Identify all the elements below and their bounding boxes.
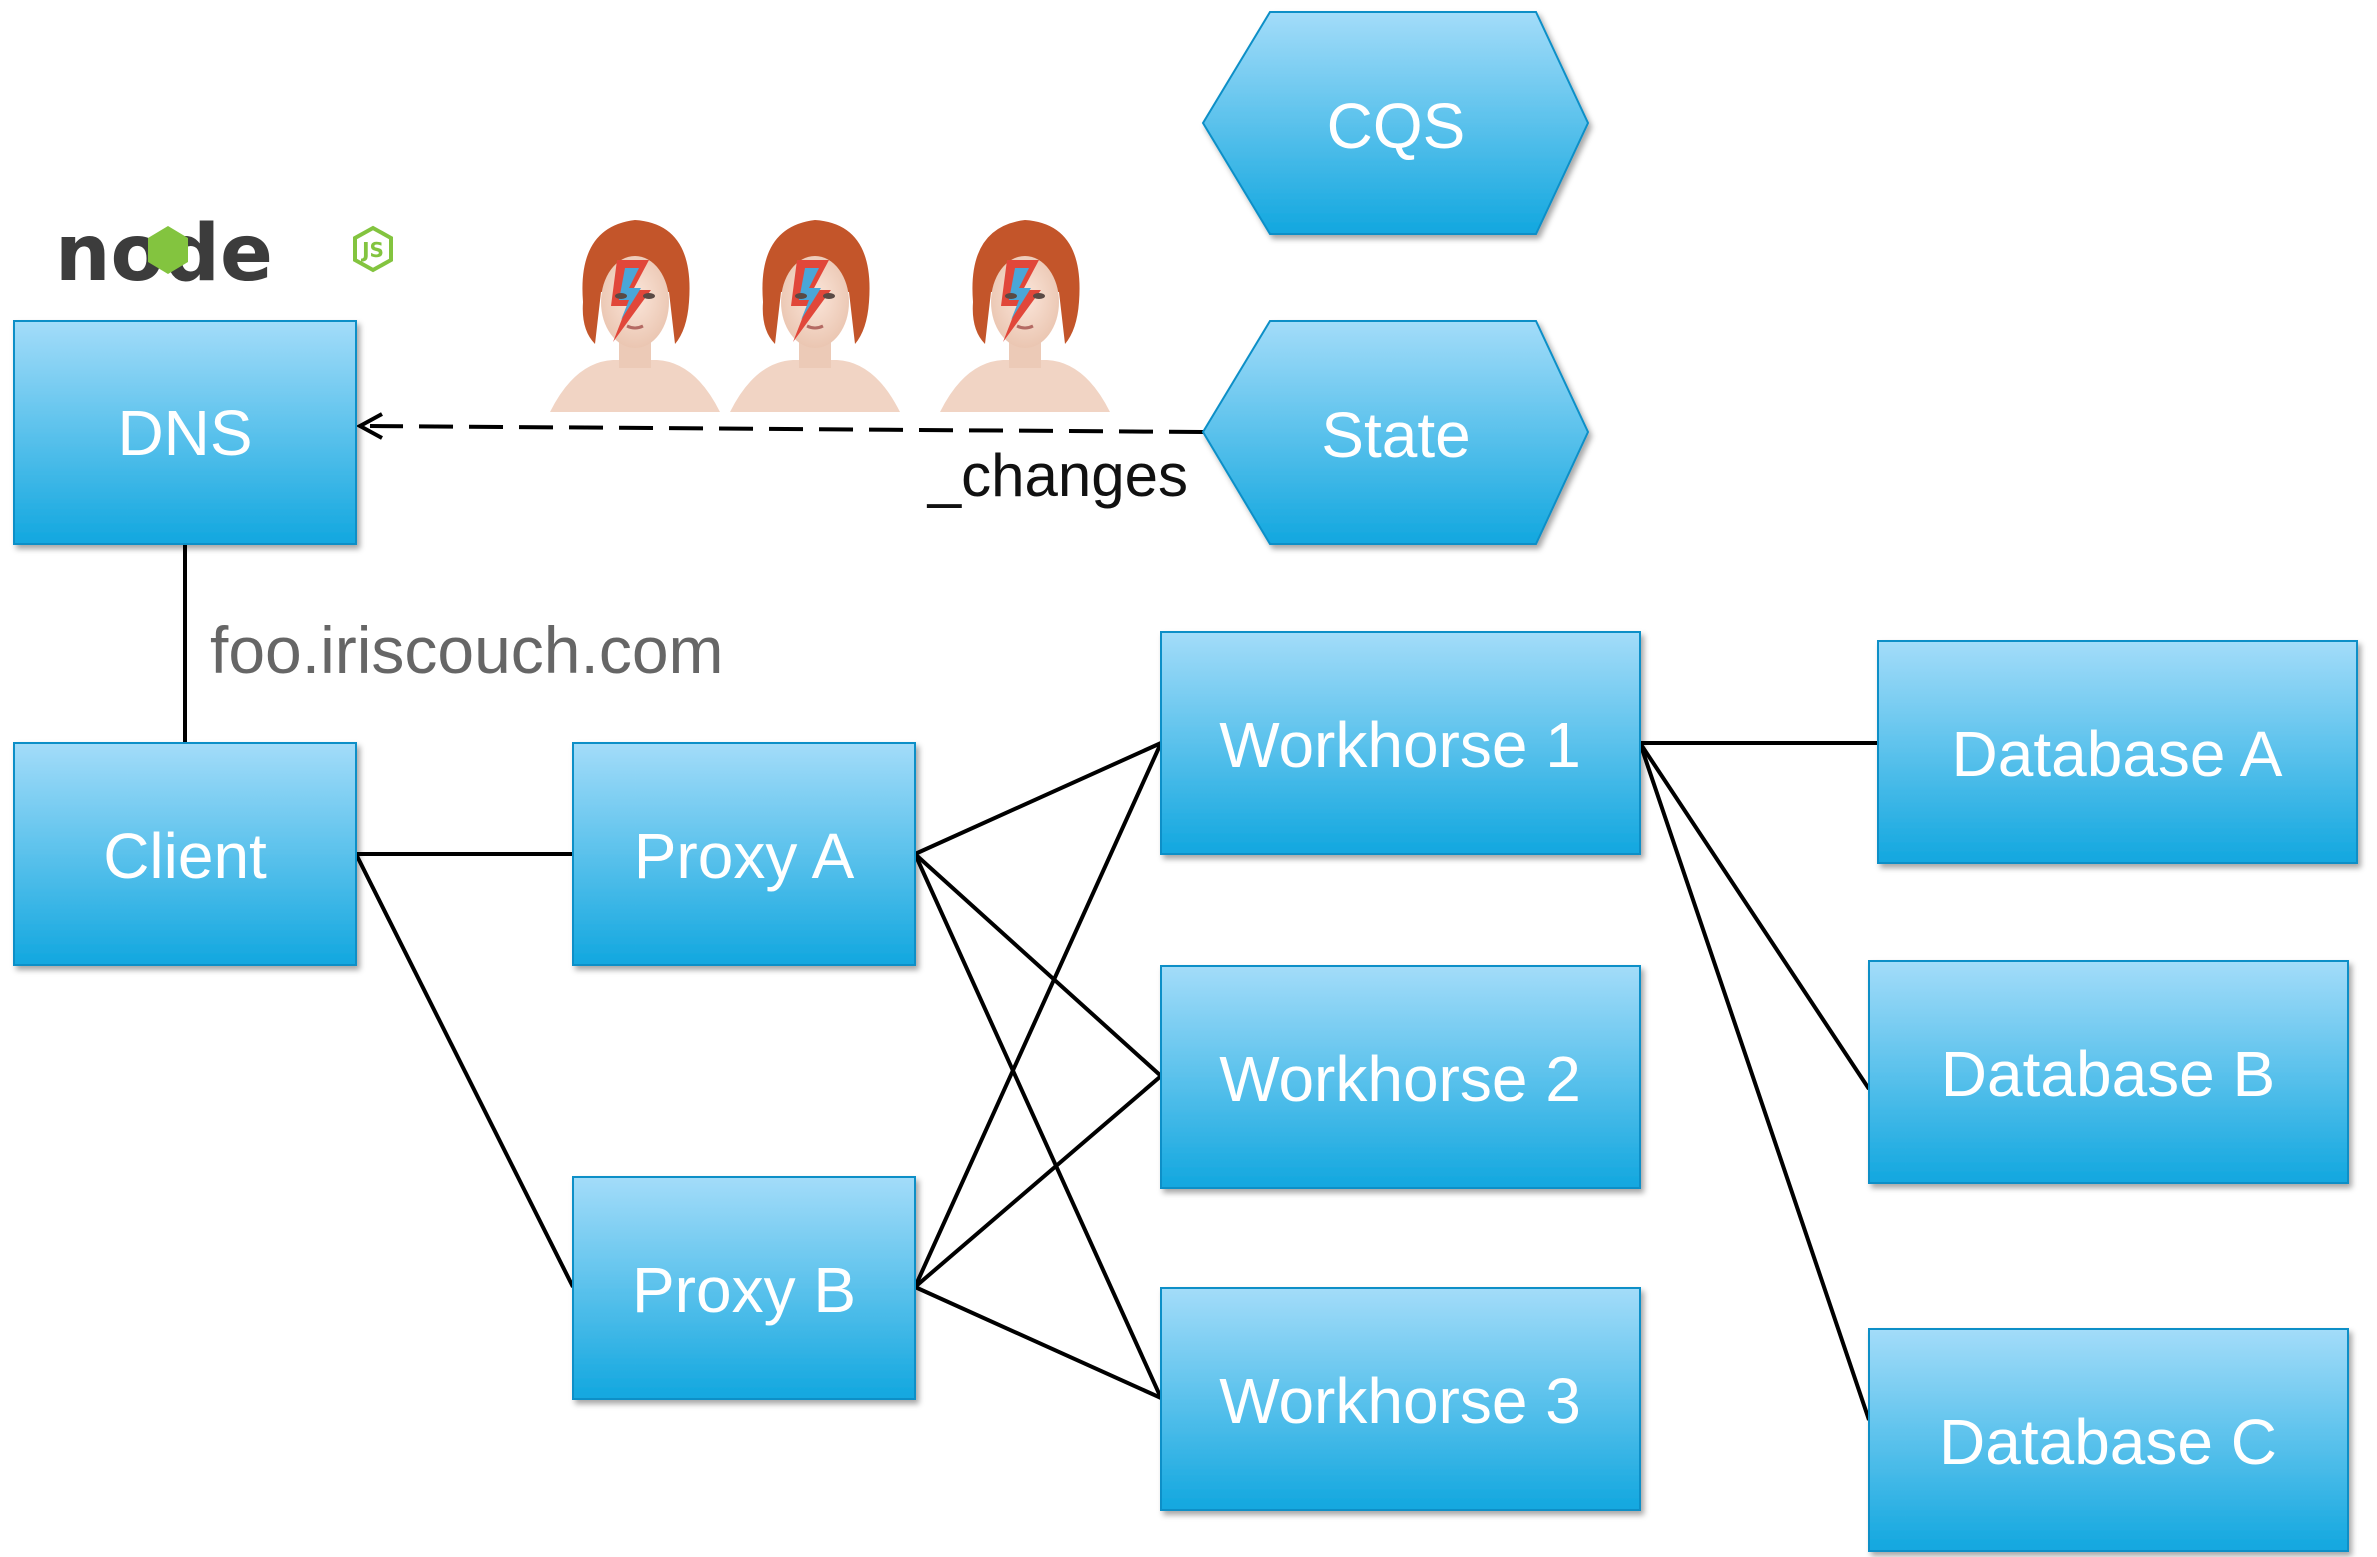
edge-proxy-b-workhorse-1 [913, 742, 1163, 1288]
node-proxy-b: Proxy B [572, 1176, 916, 1400]
portrait-icon [938, 218, 1112, 414]
node-cqs-label: CQS [1327, 90, 1466, 162]
node-proxy-a-label: Proxy A [634, 820, 855, 892]
portrait-icon [548, 218, 722, 414]
edge-label-dns-client: foo.iriscouch.com [210, 613, 724, 687]
node-state: State [1201, 320, 1590, 545]
edge-workhorse-1-database-b [1638, 741, 1871, 1091]
node-proxy-a: Proxy A [572, 742, 916, 966]
edge-state-dns [355, 412, 1204, 440]
edge-proxy-b-workhorse-2 [913, 1074, 1163, 1289]
node-dns: DNS [13, 320, 357, 545]
node-workhorse-1-label: Workhorse 1 [1219, 709, 1581, 781]
node-database-a: Database A [1877, 640, 2358, 864]
node-client-label: Client [103, 820, 267, 892]
edge-proxy-a-workhorse-3 [913, 853, 1163, 1399]
node-database-c-label: Database C [1939, 1406, 2277, 1478]
nodejs-hex-icon [148, 226, 188, 274]
edge-proxy-a-workhorse-2 [913, 852, 1163, 1078]
node-workhorse-3: Workhorse 3 [1160, 1287, 1641, 1511]
node-database-c: Database C [1868, 1328, 2349, 1552]
node-workhorse-2: Workhorse 2 [1160, 965, 1641, 1189]
node-database-a-label: Database A [1952, 718, 2283, 790]
node-workhorse-1: Workhorse 1 [1160, 631, 1641, 855]
edge-client-proxy-b [354, 853, 575, 1288]
edge-proxy-a-workhorse-1 [914, 741, 1162, 856]
nodejs-logo: node JS [55, 209, 393, 299]
edge-proxy-b-workhorse-3 [914, 1285, 1162, 1400]
node-client: Client [13, 742, 357, 966]
node-workhorse-2-label: Workhorse 2 [1219, 1043, 1581, 1115]
node-dns-label: DNS [117, 397, 252, 469]
node-database-b: Database B [1868, 960, 2349, 1184]
edge-workhorse-1-database-c [1638, 742, 1871, 1421]
node-cqs: CQS [1201, 11, 1590, 235]
node-workhorse-3-label: Workhorse 3 [1219, 1365, 1581, 1437]
edge-label-state-dns: _changes [927, 442, 1188, 509]
portrait-icon [728, 218, 902, 414]
node-database-b-label: Database B [1941, 1038, 2275, 1110]
nodejs-js-badge: JS [353, 225, 393, 273]
nodejs-js-badge-text: JS [360, 238, 384, 262]
node-state-label: State [1321, 399, 1470, 471]
node-proxy-b-label: Proxy B [632, 1254, 856, 1326]
